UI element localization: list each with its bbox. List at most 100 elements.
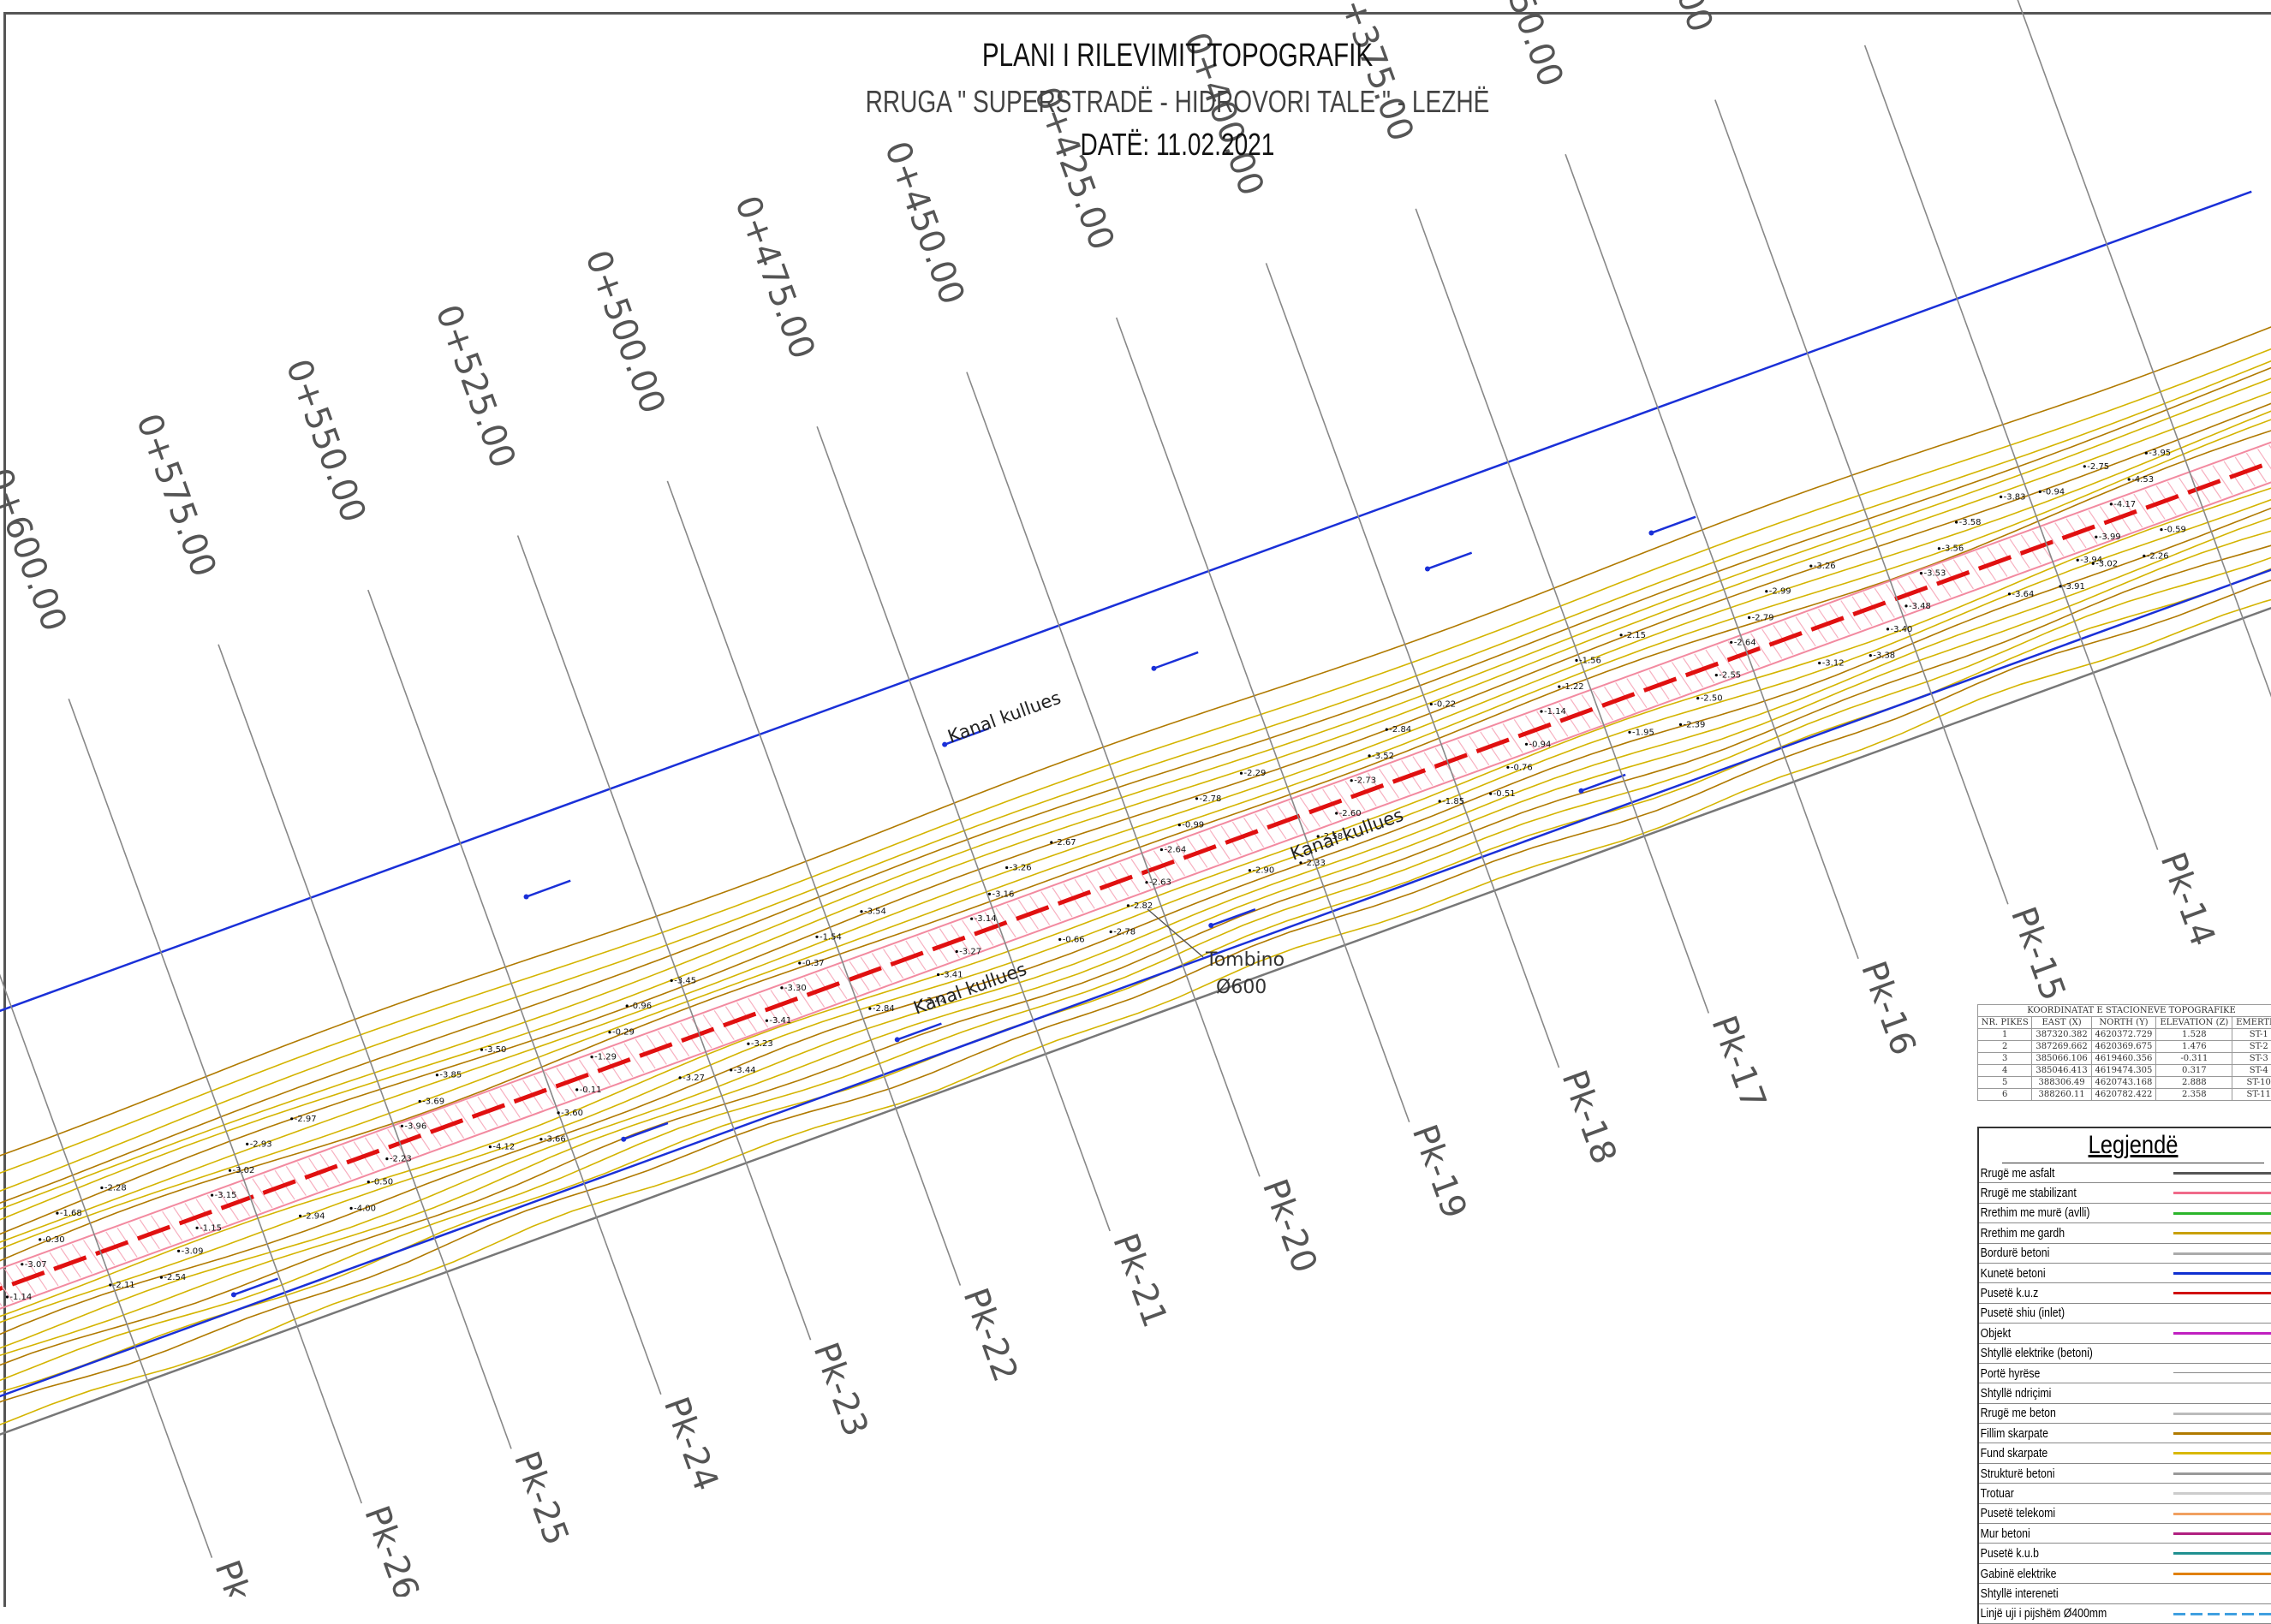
- tombino-label: Tombino: [1205, 949, 1285, 971]
- elevation-label: -0.99: [1182, 821, 1204, 830]
- table-cell: 387269.662: [2032, 1041, 2091, 1053]
- elevation-label: -3.95: [2149, 449, 2171, 458]
- elevation-label: -2.23: [390, 1155, 412, 1164]
- elevation-label: -1.22: [1562, 682, 1584, 692]
- road-name: RRUGA " SUPERSTRADË - HIDROVORI TALE " -…: [259, 84, 2096, 120]
- table-cell: ST-4: [2232, 1065, 2271, 1077]
- legend-item: Shtyllë intereneti: [1979, 1584, 2271, 1603]
- survey-point: [1240, 772, 1243, 775]
- elevation-label: -0.66: [1063, 935, 1085, 944]
- flow-arrow-head: [1648, 531, 1654, 536]
- line-style-swatch: [2173, 1172, 2271, 1175]
- legend-item: Mur betoni: [1979, 1524, 2271, 1544]
- survey-point: [557, 1111, 560, 1114]
- legend-item-label: Objekt: [1979, 1326, 2125, 1341]
- table-cell: ST-2: [2232, 1041, 2271, 1053]
- flow-arrow: [1153, 652, 1198, 669]
- elevation-label: -0.94: [1529, 740, 1552, 749]
- survey-point: [1195, 797, 1198, 800]
- table-cell: 3: [1978, 1053, 2032, 1065]
- table-cell: 4620743.168: [2091, 1077, 2156, 1089]
- chainage-label: 0+550.00: [278, 354, 373, 528]
- pk-label: Pk-14: [2153, 848, 2223, 952]
- col-header: ELEVATION (Z): [2156, 1017, 2232, 1029]
- table-cell: 388306.49: [2032, 1077, 2091, 1089]
- table-cell: 1.528: [2156, 1029, 2232, 1041]
- survey-point: [6, 1295, 9, 1298]
- elevation-label: -0.94: [2042, 487, 2065, 497]
- elevation-label: -0.22: [1434, 700, 1456, 710]
- survey-point: [626, 1004, 629, 1007]
- elevation-label: -2.63: [1149, 878, 1171, 888]
- elevation-label: -3.96: [404, 1121, 426, 1131]
- pk-label: Pk-26: [356, 1501, 426, 1597]
- elevation-label: -3.15: [215, 1191, 237, 1200]
- survey-point: [539, 1138, 542, 1140]
- chainage-line: [967, 372, 1260, 1177]
- chainage-label: 0+475.00: [727, 191, 822, 365]
- table-cell: 5: [1978, 1077, 2032, 1089]
- pk-label: Pk-20: [1255, 1174, 1325, 1278]
- survey-point: [2000, 496, 2002, 498]
- line-style-swatch: [2173, 1552, 2271, 1555]
- survey-point: [1558, 686, 1560, 688]
- survey-point: [1050, 841, 1052, 843]
- survey-point: [1765, 590, 1767, 592]
- line-style-swatch: [2173, 1413, 2271, 1415]
- survey-point: [1575, 659, 1577, 662]
- legend-item-label: Strukturë betoni: [1979, 1466, 2125, 1481]
- canal-line: [0, 192, 2251, 1085]
- survey-point: [1430, 703, 1433, 705]
- legend-symbol: [2156, 1183, 2271, 1202]
- survey-point: [1904, 604, 1907, 607]
- plan-title: PLANI I RILEVIMIT TOPOGRAFIK: [259, 38, 2096, 74]
- survey-point: [2077, 559, 2079, 562]
- elevation-label: -3.41: [769, 1016, 791, 1026]
- chainage-line: [1715, 100, 2008, 905]
- line-style-swatch: [2173, 1532, 2271, 1535]
- kanal-label-top: Kanal kullues: [945, 687, 1064, 747]
- elevation-label: -3.27: [682, 1074, 705, 1083]
- elevation-label: -1.85: [1442, 797, 1464, 806]
- elevation-label: -1.14: [9, 1293, 32, 1302]
- chainage-line: [817, 426, 1110, 1231]
- elevation-label: -2.64: [1734, 638, 1756, 647]
- elevation-label: -2.97: [295, 1115, 317, 1124]
- elevation-label: -1.56: [1579, 656, 1601, 665]
- legend-item: Rrethim me murë (avlli): [1979, 1204, 2271, 1223]
- elevation-label: -3.54: [864, 907, 886, 917]
- tombino-leader: [1147, 909, 1203, 957]
- legend-item-label: Rrugë me asfalt: [1979, 1166, 2125, 1181]
- elevation-label: -3.02: [233, 1166, 255, 1175]
- legend-item-label: Linjë uji i pijshëm Ø400mm: [1979, 1606, 2125, 1621]
- elevation-label: -4.53: [2131, 475, 2154, 485]
- elevation-label: -0.50: [371, 1178, 393, 1187]
- col-header: NORTH (Y): [2091, 1017, 2156, 1029]
- survey-point: [100, 1187, 103, 1189]
- legend-item: Linjë uji i pijshëm Ø400mm: [1979, 1604, 2271, 1624]
- elevation-label: -2.93: [250, 1139, 272, 1149]
- legend-symbol: [2156, 1344, 2271, 1363]
- elevation-label: -3.50: [485, 1045, 507, 1055]
- table-cell: 388260.11: [2032, 1089, 2091, 1101]
- survey-point: [860, 910, 862, 913]
- survey-point: [1818, 662, 1821, 664]
- legend-item: Pusetë shiu (inlet): [1979, 1304, 2271, 1324]
- survey-point: [780, 986, 783, 989]
- line-style-swatch: [2173, 1613, 2271, 1615]
- table-cell: 2: [1978, 1041, 2032, 1053]
- survey-point: [1620, 634, 1623, 636]
- table-cell: 4619460.356: [2091, 1053, 2156, 1065]
- survey-point: [39, 1238, 41, 1240]
- line-style-swatch: [2173, 1573, 2271, 1575]
- elevation-label: -3.38: [1873, 651, 1895, 661]
- elevation-label: -1.95: [1632, 728, 1654, 737]
- elevation-label: -2.82: [1130, 901, 1153, 911]
- legend-item: Fillim skarpate: [1979, 1424, 2271, 1443]
- line-style-swatch: [2173, 1232, 2271, 1234]
- pk-label: Pk-23: [806, 1337, 876, 1442]
- line-style-swatch: [2173, 1472, 2271, 1475]
